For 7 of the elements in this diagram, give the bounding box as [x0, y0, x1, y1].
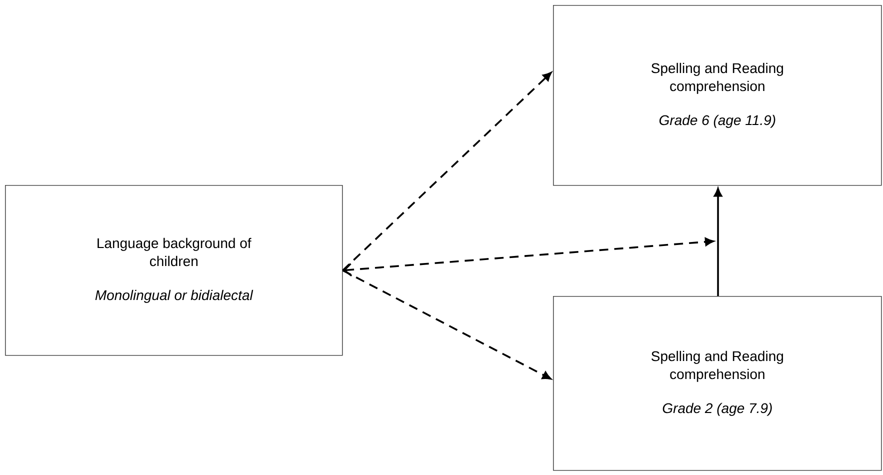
text-box: Language background of children Monolingual or bidialectal: [5, 185, 343, 356]
arrow: [342, 238, 714, 276]
arrow: [342, 72, 552, 272]
arrow: [342, 270, 552, 380]
text-box: Spelling and Reading comprehension Grade 2 (age 7.9): [553, 296, 882, 471]
arrow: [714, 188, 722, 296]
text-box: Spelling and Reading comprehension Grade 6 (age 11.9): [553, 5, 882, 186]
